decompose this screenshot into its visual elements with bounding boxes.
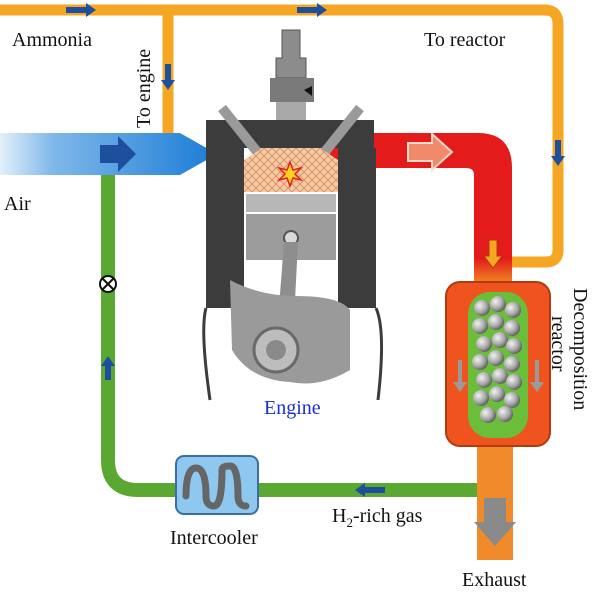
decomposition-reactor	[445, 281, 551, 447]
label-h2-prefix: H	[332, 505, 346, 527]
label-h2-rich-gas: H2-rich gas	[332, 505, 423, 530]
label-intercooler: Intercooler	[170, 527, 258, 549]
label-h2-suffix: -rich gas	[353, 505, 423, 527]
flow-arrows	[66, 3, 565, 497]
label-h2-sub: 2	[346, 515, 353, 530]
h2-loop	[101, 165, 490, 497]
arrow-to-reactor	[551, 140, 565, 166]
intercooler	[175, 455, 259, 515]
arrow-hot-gas	[407, 131, 454, 173]
label-engine: Engine	[264, 397, 321, 419]
arrow-h2-left	[355, 483, 385, 497]
arrow-h2-up	[101, 356, 115, 380]
label-to-reactor: To reactor	[424, 29, 506, 51]
engine	[202, 29, 384, 401]
label-decomposition: Decomposition	[569, 288, 591, 410]
arrow-into-reactor	[483, 239, 503, 269]
arrow-air	[100, 136, 136, 172]
arrow-to-engine	[161, 64, 175, 90]
arrow-exhaust	[474, 498, 516, 546]
label-ammonia: Ammonia	[12, 29, 92, 51]
label-air: Air	[4, 193, 31, 215]
label-reactor: reactor	[547, 316, 569, 372]
label-exhaust: Exhaust	[462, 569, 527, 591]
label-to-engine: To engine	[133, 49, 155, 128]
arrow-ammonia-2	[297, 3, 327, 17]
valve-icon	[99, 275, 117, 293]
arrow-ammonia-1	[66, 3, 96, 17]
